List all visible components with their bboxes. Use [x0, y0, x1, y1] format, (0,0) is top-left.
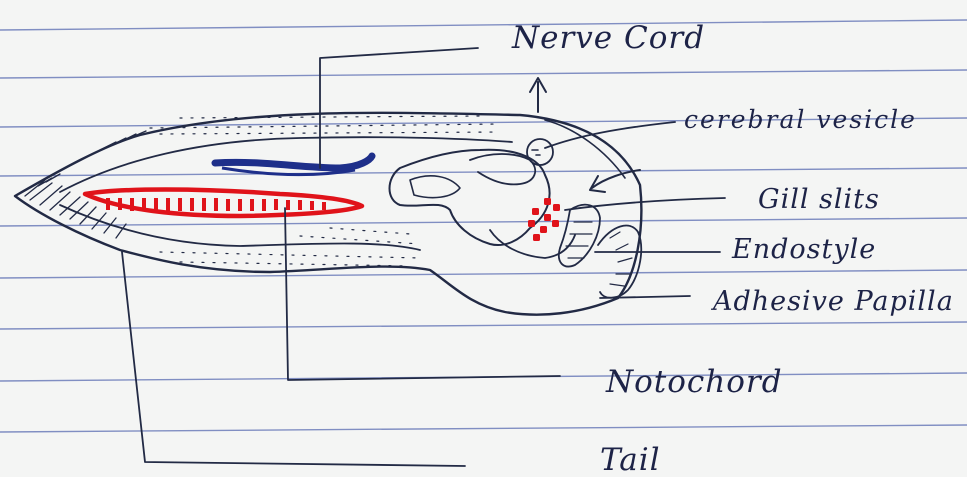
up-arrow-icon [530, 78, 546, 112]
labels: Nerve Cord cerebral vesicle Gill slits E… [511, 20, 954, 477]
leader-lines [122, 48, 725, 466]
label-adhesive-papilla: Adhesive Papilla [710, 286, 954, 317]
endostyle-shape [559, 205, 600, 267]
label-cerebral-vesicle: cerebral vesicle [684, 105, 917, 134]
adhesive-papilla-leader [600, 296, 690, 298]
gill-slits-shape [528, 198, 560, 241]
notochord-leader [285, 208, 560, 380]
nerve-cord-leader [320, 48, 478, 168]
curved-arrow-icon [590, 170, 640, 192]
cerebral-vesicle-leader [545, 122, 675, 148]
gill-slits-leader [565, 198, 725, 210]
label-nerve-cord: Nerve Cord [511, 20, 705, 56]
label-notochord: Notochord [605, 364, 783, 400]
label-tail: Tail [600, 442, 661, 477]
notochord-shape [85, 190, 362, 217]
cerebral-vesicle-shape [527, 139, 553, 165]
tail-leader [122, 252, 465, 466]
head-structures [390, 120, 642, 298]
label-gill-slits: Gill slits [758, 184, 880, 215]
notebook-ruled-lines [0, 20, 967, 432]
label-endostyle: Endostyle [731, 234, 876, 265]
nerve-cord-shape [215, 156, 372, 175]
